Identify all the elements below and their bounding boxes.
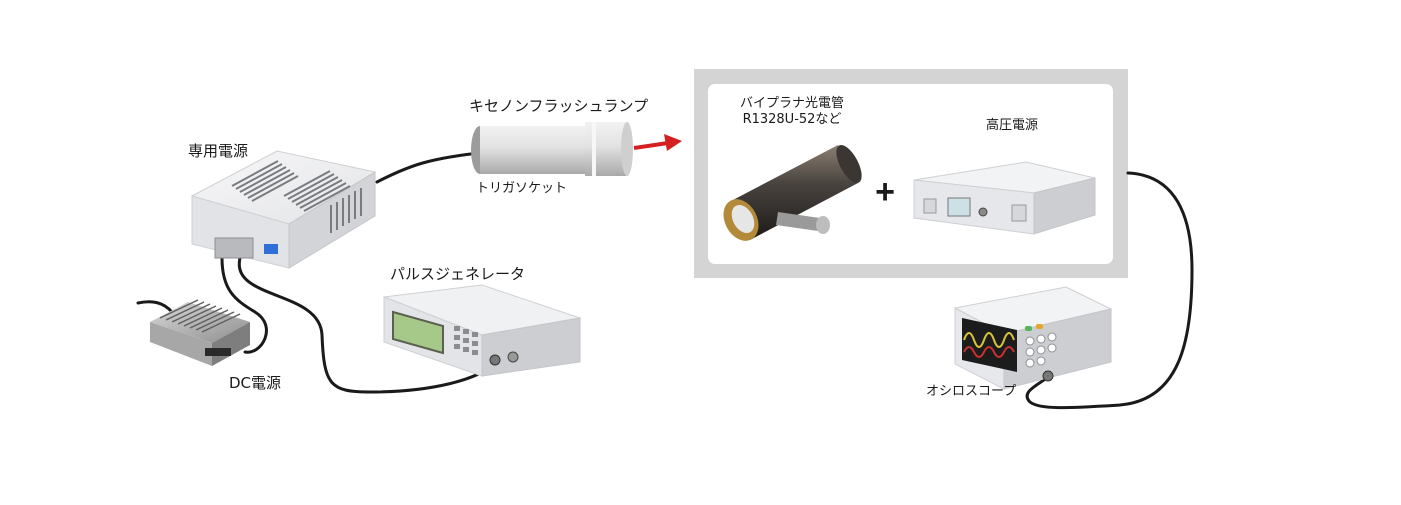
oscilloscope-icon xyxy=(953,286,1113,390)
phototube-icon xyxy=(723,144,862,241)
cables xyxy=(136,150,1194,410)
cable-psu-to-dc xyxy=(220,256,268,354)
xenon-lamp-icon xyxy=(471,122,633,176)
plus-sign: + xyxy=(875,173,895,211)
hv-power-supply-icon xyxy=(913,161,1096,235)
cable-psu-to-lamp xyxy=(375,150,490,184)
label-dedicated-power-supply: 専用電源 xyxy=(188,142,249,160)
power-supply-icon xyxy=(190,150,377,269)
label-xenon-flash-lamp: キセノンフラッシュランプ xyxy=(469,97,649,115)
pulse-generator-icon xyxy=(383,284,581,377)
cable-psu-to-pulse-gen xyxy=(237,256,497,394)
dc-power-supply-icon xyxy=(150,299,250,366)
label-pulse-generator: パルスジェネレータ xyxy=(390,265,526,283)
light-arrow xyxy=(633,134,682,151)
cable-hv-to-scope xyxy=(1025,171,1194,410)
label-oscilloscope: オシロスコープ xyxy=(926,384,1017,399)
label-dc-power-supply: DC電源 xyxy=(229,374,282,392)
label-biplanar-phototube-line2: R1328U-52など xyxy=(742,112,842,128)
label-high-voltage-power-supply: 高圧電源 xyxy=(986,118,1039,133)
label-trigger-socket: トリガソケット xyxy=(476,181,568,196)
cable-dc-input xyxy=(136,300,174,314)
label-biplanar-phototube-line1: バイプラナ光電管 xyxy=(739,96,844,111)
label-biplanar-phototube: バイプラナ光電管 R1328U-52など xyxy=(717,96,867,129)
